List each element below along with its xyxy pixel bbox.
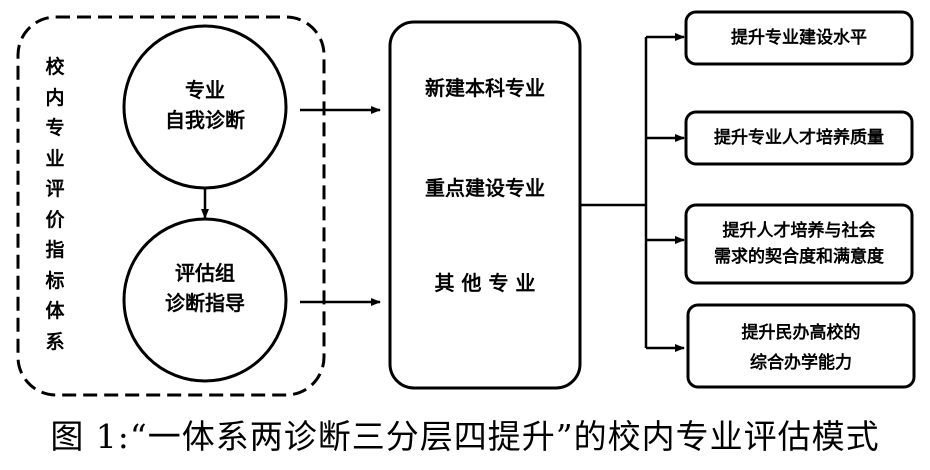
vertical-label-char: 指 xyxy=(45,239,65,261)
output-label-3: 提升人才培养与社会 需求的契合度和满意度 xyxy=(686,218,912,270)
output-4-line2: 综合办学能力 xyxy=(750,353,852,373)
expert-guidance-circle xyxy=(122,217,288,383)
output-4-line1: 提升民办高校的 xyxy=(741,323,861,343)
output-3-line1: 提升人才培养与社会 xyxy=(722,221,876,241)
vertical-label-char: 系 xyxy=(45,330,65,353)
major-item-other: 其 他 专 业 xyxy=(434,271,536,295)
output-box-3 xyxy=(684,203,914,285)
major-item-key: 重点建设专业 xyxy=(425,176,545,200)
vertical-label-char: 内 xyxy=(45,86,65,109)
expert-guidance-line2: 诊断指导 xyxy=(165,291,245,315)
output-2-line1: 提升专业人才培养质量 xyxy=(714,128,884,148)
expert-guidance-line1: 评估组 xyxy=(175,261,235,285)
self-diagnosis-line1: 专业 xyxy=(185,78,225,102)
vertical-label-char: 标 xyxy=(45,269,65,292)
output-box-2 xyxy=(684,110,914,166)
self-diagnosis-line2: 自我诊断 xyxy=(165,108,245,132)
figure-caption: 图 1:“一体系两诊断三分层四提升”的校内专业评估模式 xyxy=(50,417,880,456)
vertical-label: 校内专业评价指标体系 xyxy=(40,52,70,357)
output-3-line2: 需求的契合度和满意度 xyxy=(714,247,884,267)
major-item-new: 新建本科专业 xyxy=(425,76,545,100)
output-label-4: 提升民办高校的 综合办学能力 xyxy=(688,320,914,376)
self-diagnosis-label: 专业 自我诊断 xyxy=(125,75,285,135)
vertical-label-char: 评 xyxy=(45,178,65,200)
output-box-4 xyxy=(686,303,916,389)
output-label-2: 提升专业人才培养质量 xyxy=(686,125,912,151)
vertical-label-char: 体 xyxy=(45,300,65,322)
vertical-label-char: 专 xyxy=(45,117,65,139)
expert-guidance-label: 评估组 诊断指导 xyxy=(125,258,285,318)
output-box-1 xyxy=(684,10,914,66)
vertical-label-char: 校 xyxy=(45,56,65,78)
vertical-label-char: 业 xyxy=(45,147,65,170)
output-1-line1: 提升专业建设水平 xyxy=(731,28,867,48)
vertical-label-char: 价 xyxy=(45,208,65,231)
dashed-group-box xyxy=(16,15,326,397)
output-label-1: 提升专业建设水平 xyxy=(686,25,912,51)
